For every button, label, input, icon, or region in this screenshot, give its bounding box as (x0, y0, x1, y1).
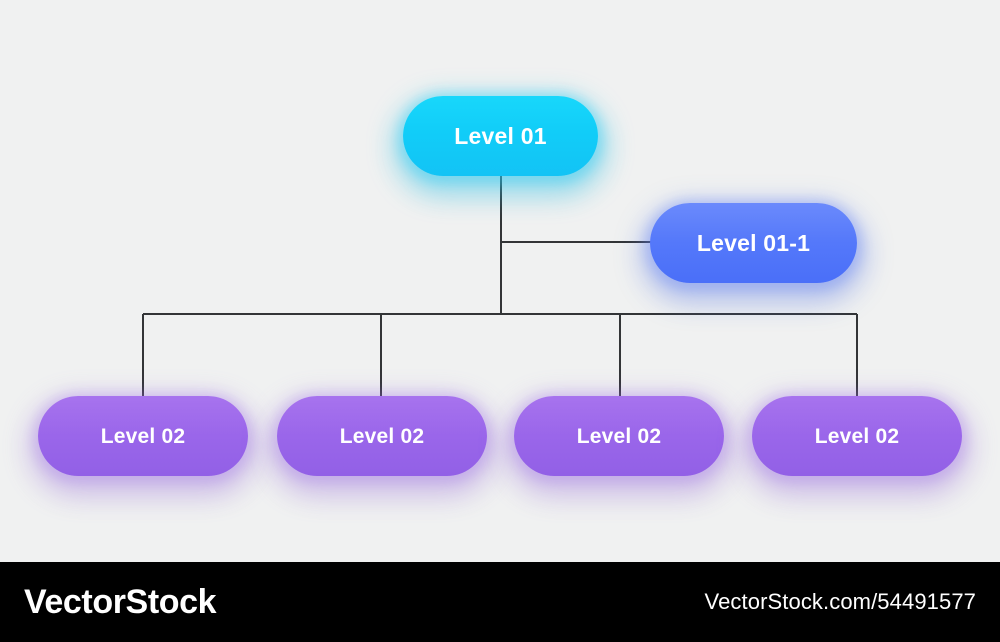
node-level-02-4[interactable]: Level 02 (752, 396, 962, 476)
node-level-02-4-label: Level 02 (814, 424, 900, 448)
watermark-url: VectorStock.com/54491577 (704, 589, 976, 614)
node-level-01-label: Level 01 (454, 122, 547, 149)
node-level-02-1[interactable]: Level 02 (38, 396, 248, 476)
node-level-02-2-label: Level 02 (339, 424, 425, 448)
diagram-canvas: Level 01 Level 01-1 Level 02 Level 02 Le… (38, 96, 962, 476)
node-level-01-1-label: Level 01-1 (696, 229, 811, 256)
node-level-02-1-label: Level 02 (100, 424, 186, 448)
node-level-01[interactable]: Level 01 (403, 96, 598, 176)
watermark-bar: VectorStock VectorStock.com/54491577 (0, 562, 1000, 642)
node-level-02-3-label: Level 02 (576, 424, 662, 448)
connector-lines (141, 176, 859, 398)
node-level-02-3[interactable]: Level 02 (514, 396, 724, 476)
node-level-02-2[interactable]: Level 02 (277, 396, 487, 476)
node-level-01-1[interactable]: Level 01-1 (650, 203, 857, 283)
watermark-brand: VectorStock (24, 582, 217, 621)
